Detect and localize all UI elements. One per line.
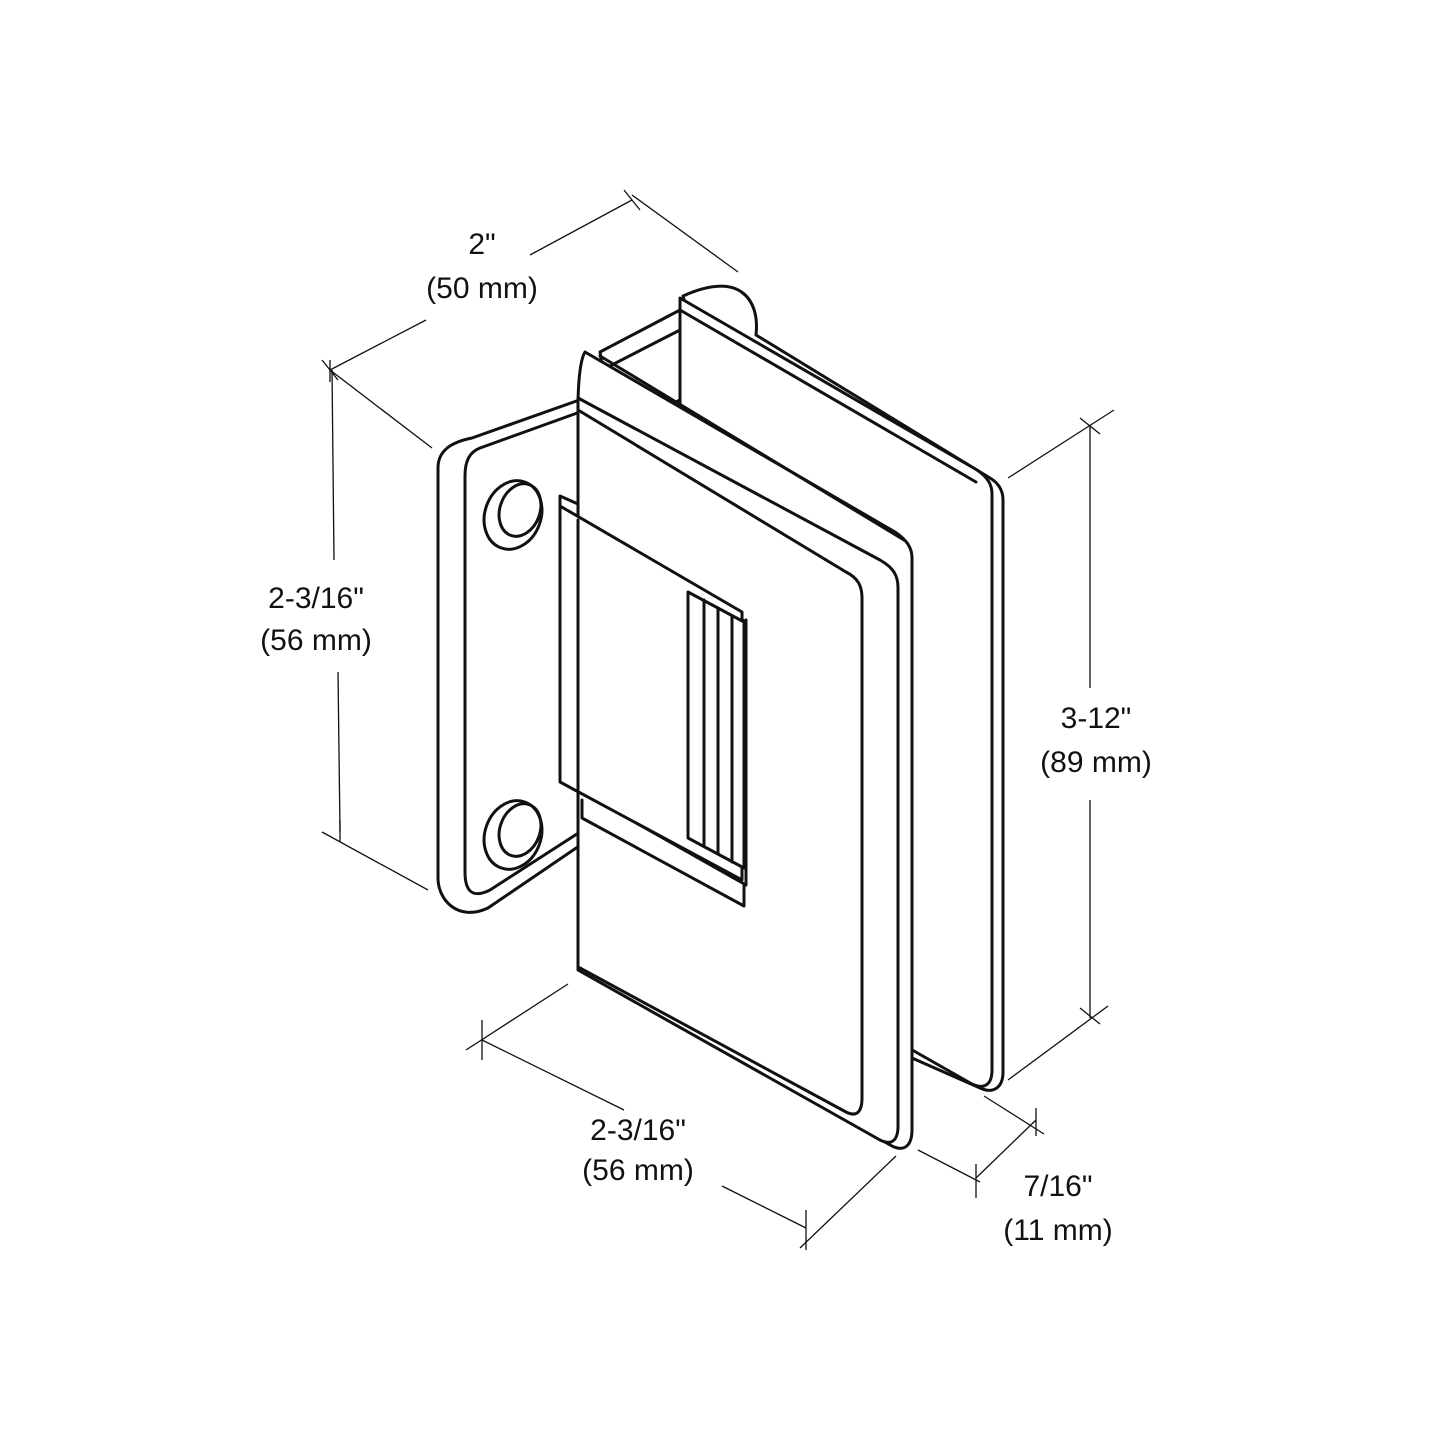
dimension-thickness [917,1095,1045,1198]
left-height-metric-label: (56 mm) [260,624,372,657]
thickness-metric-label: (11 mm) [1003,1214,1112,1247]
wall-mount-plate [436,396,587,914]
hinge-cover [558,494,748,908]
mounting-hole-top [482,479,544,551]
dimension-right-height [1007,409,1115,1081]
left-height-imperial-label: 2-3/16" [268,582,364,615]
bottom-width-imperial-label: 2-3/16" [590,1114,686,1147]
dimension-left-height [321,360,429,891]
dimension-top-width [321,189,739,449]
top-width-imperial-label: 2" [468,228,495,261]
right-height-metric-label: (89 mm) [1040,746,1152,779]
mounting-hole-bottom [482,799,544,871]
dimension-bottom-width [465,983,897,1250]
right-height-imperial-label: 3-12" [1061,702,1132,735]
thickness-imperial-label: 7/16" [1023,1170,1092,1203]
bottom-width-metric-label: (56 mm) [582,1154,694,1187]
top-width-metric-label: (50 mm) [426,272,538,305]
